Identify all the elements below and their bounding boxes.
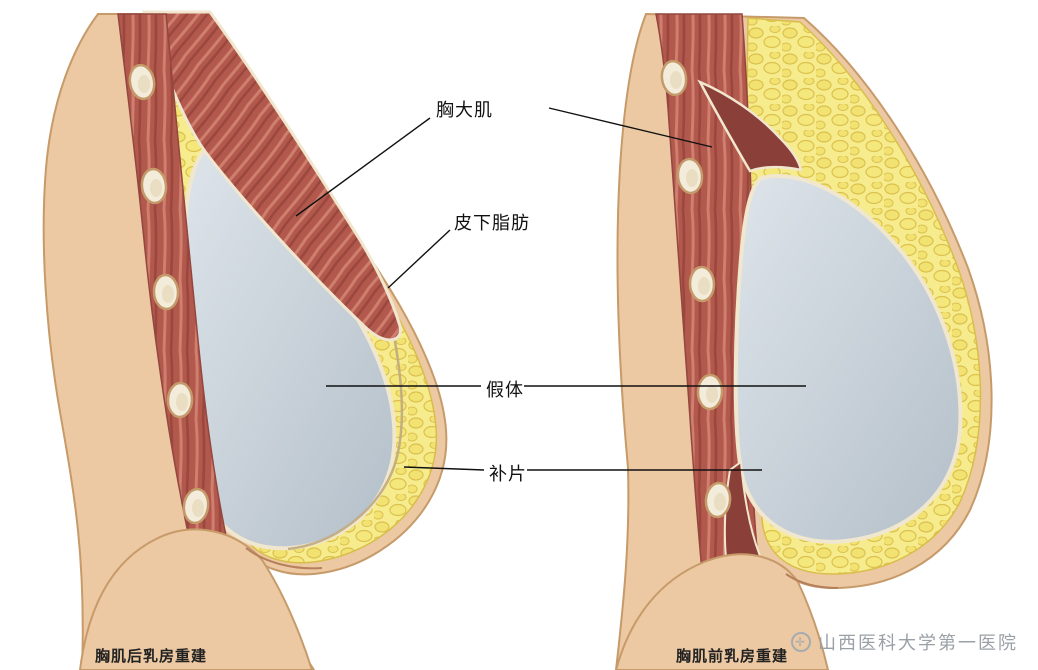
leader-pectoralis-right	[548, 107, 713, 148]
mesh-line	[287, 335, 404, 551]
rib-shading	[138, 75, 204, 517]
hospital-logo-icon: ✛	[791, 632, 811, 652]
right-figure	[614, 12, 993, 670]
label-subcutaneous-fat: 皮下脂肪	[454, 213, 530, 233]
caption-right-figure: 胸肌前乳房重建	[676, 648, 789, 665]
caption-left-figure: 胸肌后乳房重建	[95, 648, 208, 665]
label-pectoralis-major: 胸大肌	[436, 100, 493, 120]
label-implant: 假体	[486, 380, 524, 400]
label-mesh: 补片	[489, 464, 527, 484]
hospital-watermark-text: 山西医科大学第一医院	[818, 633, 1018, 653]
implant-shape	[733, 174, 963, 544]
left-figure	[42, 10, 448, 670]
leader-fat-left	[387, 229, 451, 289]
lower-torso-skin	[78, 528, 314, 670]
leader-pectoralis-left	[295, 117, 431, 217]
inframammary-fold	[245, 547, 323, 570]
lower-torso-skin	[614, 553, 830, 670]
inframammary-fold	[785, 573, 839, 589]
rib-shading	[670, 71, 726, 511]
hospital-watermark: ✛ 山西医科大学第一医院	[791, 629, 1018, 655]
leader-mesh-left	[403, 466, 485, 471]
leader-lines	[295, 107, 806, 471]
pectoralis-flap	[141, 10, 402, 342]
rib-cross-sections	[128, 63, 237, 599]
upper-pectoralis-wedge	[697, 79, 803, 173]
